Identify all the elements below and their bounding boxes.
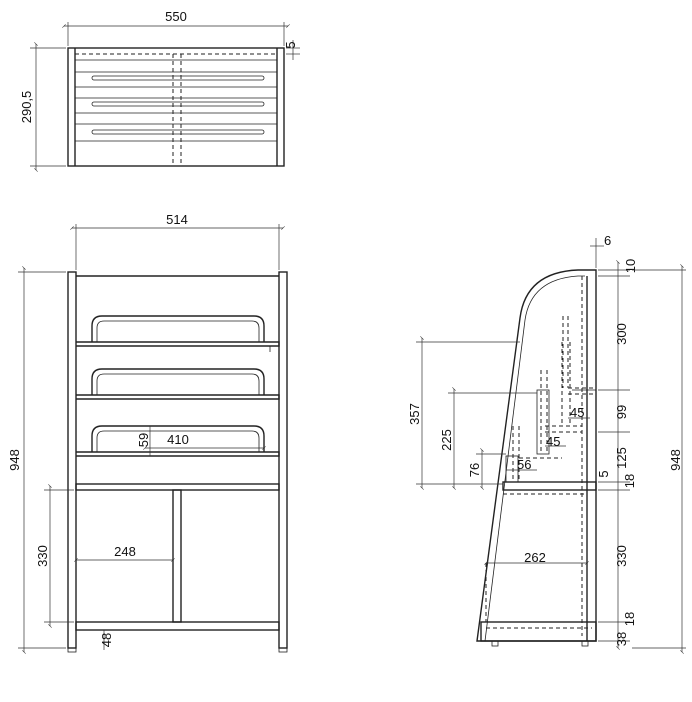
side-cab-height-label: 330 <box>614 545 629 567</box>
front-height-dimension: 948 <box>7 266 66 654</box>
side-foot-label: 38 <box>614 632 629 646</box>
side-total-height-label: 948 <box>668 449 683 471</box>
side-45-lower-label: 45 <box>546 434 560 449</box>
side-76-label: 76 <box>467 463 482 477</box>
front-bay-width-label: 248 <box>114 544 136 559</box>
front-shelf-1 <box>76 315 280 352</box>
top-view-outline <box>67 47 285 167</box>
front-bay-height-dimension: 330 <box>35 484 74 628</box>
side-top-thick-label: 10 <box>623 259 638 273</box>
side-225-label: 225 <box>439 429 454 451</box>
side-mid-height-label: 99 <box>614 405 629 419</box>
front-shelf-2 <box>76 368 280 400</box>
front-height-label: 948 <box>7 449 22 471</box>
side-view: 6 10 300 99 125 5 18 330 18 38 948 357 2 <box>407 233 686 654</box>
top-view-shelves <box>75 71 277 142</box>
top-depth-dimension: 290,5 <box>19 42 66 172</box>
top-view: 550 290,5 5 <box>19 9 300 172</box>
side-bottom-thick-label: 18 <box>622 612 637 626</box>
front-bay-height-label: 330 <box>35 545 50 567</box>
front-base-label: 48 <box>99 633 114 647</box>
front-width-label: 514 <box>166 212 188 227</box>
top-edge-label: 5 <box>283 41 298 48</box>
side-56-label: 56 <box>517 457 531 472</box>
front-shelf-gap-label: 59 <box>136 433 151 447</box>
side-cabinet <box>480 481 597 647</box>
side-gap-label: 5 <box>596 470 611 477</box>
front-shelf-gap-dimension: 59 <box>136 426 151 456</box>
front-view: 514 948 410 59 248 330 <box>7 212 288 654</box>
side-left-dimensions: 357 225 76 <box>407 336 537 490</box>
side-low-height-label: 125 <box>614 447 629 469</box>
top-depth-label: 290,5 <box>19 91 34 124</box>
front-right-upright <box>278 271 288 649</box>
side-total-height-dimension: 948 <box>632 264 686 654</box>
top-edge-dimension: 5 <box>283 40 300 60</box>
front-left-upright <box>67 271 77 649</box>
top-width-label: 550 <box>165 9 187 24</box>
front-base-dimension: 48 <box>99 630 114 650</box>
front-shelf-width-dimension: 410 <box>143 432 266 450</box>
front-shelf-3 <box>76 425 280 457</box>
side-right-dimensions: 6 10 300 99 125 5 18 330 18 38 <box>590 233 638 650</box>
side-outline <box>476 269 597 642</box>
side-357-label: 357 <box>407 403 422 425</box>
front-bay-width-dimension: 248 <box>74 544 175 562</box>
side-262-label: 262 <box>524 550 546 565</box>
side-upper-height-label: 300 <box>614 323 629 345</box>
front-cabinet <box>67 483 288 653</box>
side-top-offset-label: 6 <box>604 233 611 248</box>
side-shelf-thick-label: 18 <box>622 474 637 488</box>
front-width-dimension: 514 <box>70 212 285 270</box>
top-width-dimension: 550 <box>62 9 290 46</box>
side-depth-dimensions: 56 45 45 262 <box>484 405 590 565</box>
front-shelf-width-label: 410 <box>167 432 189 447</box>
side-internal-supports <box>505 316 596 483</box>
side-45-upper-label: 45 <box>570 405 584 420</box>
